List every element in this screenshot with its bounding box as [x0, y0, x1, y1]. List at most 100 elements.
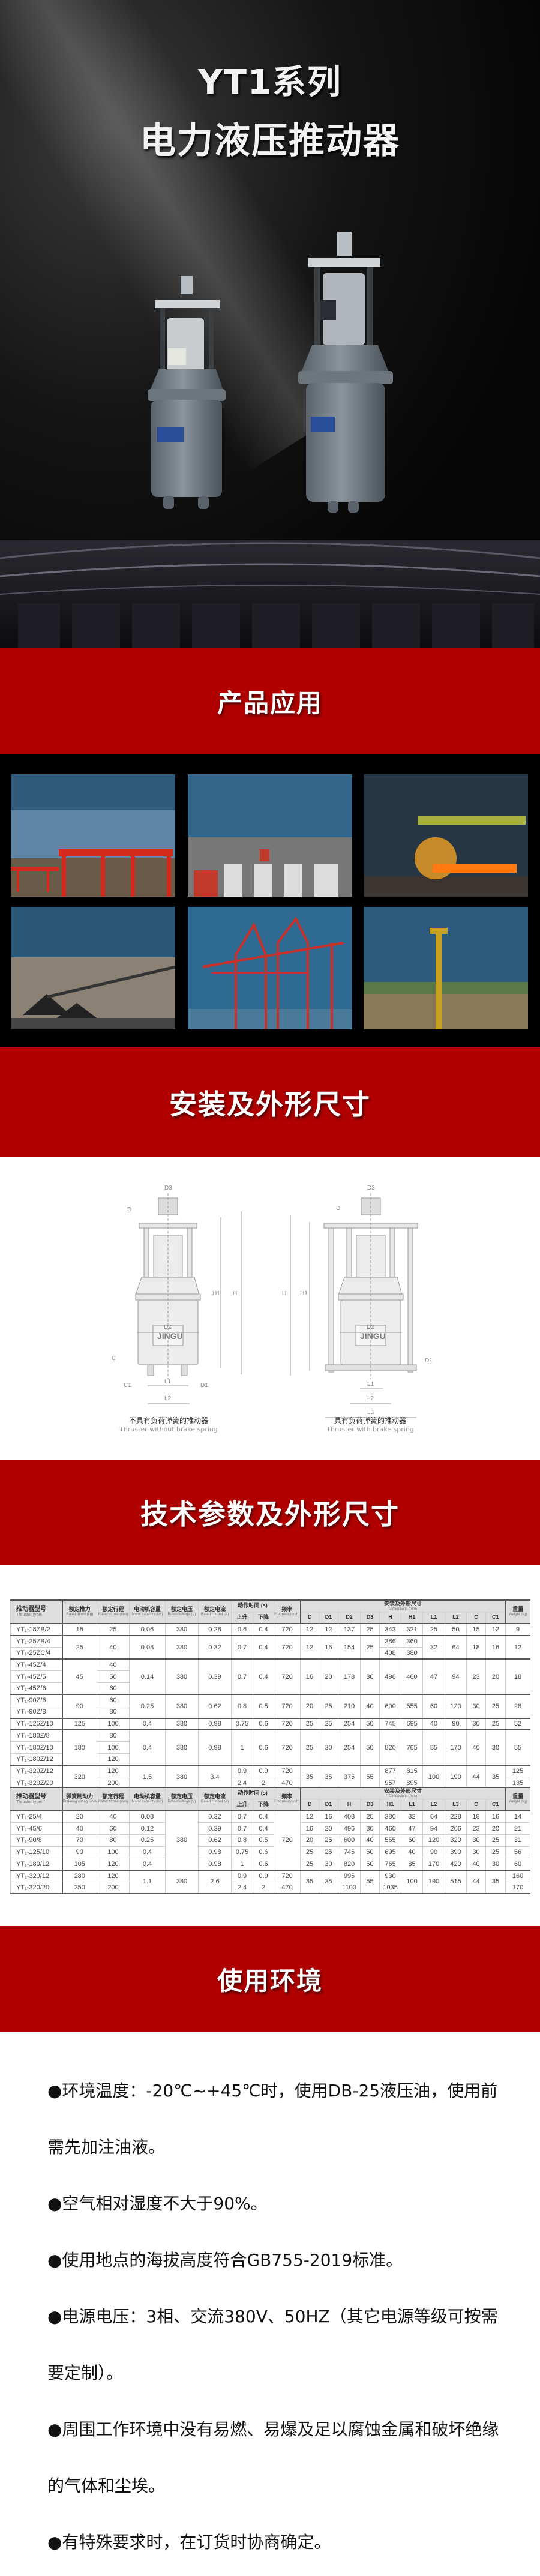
table-cell: 35: [319, 1765, 339, 1790]
table-cell: 0.14: [129, 1658, 166, 1695]
dimension-diagrams: D3 D H1 H D2 JINGU C C1 L1 D1 L2 D3 D H: [0, 1157, 540, 1460]
table-cell: 80: [97, 1706, 130, 1719]
table-cell: 0.62: [198, 1834, 232, 1847]
table-cell: 60: [505, 1858, 531, 1871]
table-cell: 160: [505, 1869, 531, 1882]
table-cell: 100: [97, 1846, 130, 1859]
table-cell: 1.5: [129, 1765, 166, 1790]
table-cell: 0.98: [198, 1729, 232, 1766]
table-cell: 2.4: [231, 1777, 253, 1789]
table-cell: 25: [319, 1717, 339, 1730]
thruster-type-cell: YT₁-45Z/5: [10, 1670, 63, 1684]
table-cell: 2.6: [198, 1869, 232, 1894]
table-cell: 28: [505, 1694, 531, 1719]
table-cell: 120: [97, 1753, 130, 1766]
stage: [0, 540, 540, 648]
application-photo-gantry-crane: [11, 774, 175, 897]
table-cell: 178: [338, 1658, 361, 1695]
table-cell: 50: [360, 1846, 380, 1859]
table-cell: 9: [505, 1623, 531, 1636]
table-cell: 0.25: [129, 1694, 166, 1719]
table-cell: 0.4: [252, 1634, 275, 1660]
application-photo-truck-terminal: [188, 774, 352, 897]
table-cell: 170: [505, 1881, 531, 1894]
environment-item: ●使用地点的海拔高度符合GB755-2019标准。: [47, 2250, 403, 2270]
label-d1: D1: [200, 1382, 208, 1389]
table-cell: 25: [485, 1717, 506, 1730]
table-cell: 60: [97, 1694, 130, 1707]
table-cell: 35: [300, 1869, 320, 1894]
label-d: D: [127, 1206, 131, 1213]
hero-title-series: YT1系列: [198, 63, 342, 102]
table-cell: 0.08: [129, 1634, 166, 1660]
table-cell: 0.6: [252, 1858, 275, 1871]
table-cell: 30: [466, 1717, 487, 1730]
column-subheader: D: [299, 1799, 320, 1812]
section-banner-installation: 安装及外形尺寸: [0, 1047, 540, 1157]
table-cell: 47: [422, 1658, 446, 1695]
table-cell: 408: [338, 1810, 361, 1823]
table-cell: 280: [62, 1869, 97, 1882]
table-cell: 21: [505, 1822, 531, 1835]
thruster-type-cell: YT₁-125/10: [10, 1846, 63, 1859]
table-cell: 18: [505, 1658, 531, 1695]
table-cell: 44: [466, 1765, 487, 1790]
label-d1: D1: [425, 1358, 433, 1364]
table-cell: 555: [401, 1694, 424, 1719]
table-cell: 0.4: [129, 1717, 166, 1730]
table-cell: 995: [338, 1869, 361, 1882]
table-cell: 20: [485, 1658, 506, 1695]
table-cell: 125: [505, 1765, 531, 1778]
table-cell: 80: [97, 1729, 130, 1742]
label-h: H: [282, 1290, 286, 1297]
column-subheader: C1: [485, 1799, 506, 1812]
thruster-type-cell: YT₁-25ZC/4: [10, 1647, 63, 1660]
table-cell: 23: [466, 1822, 487, 1835]
table-cell: 496: [338, 1822, 361, 1835]
table-cell: 14: [505, 1810, 531, 1823]
table-cell: 720: [274, 1623, 301, 1636]
hero-section: YT1系列 电力液压推动器: [0, 0, 540, 648]
table-cell: 94: [422, 1822, 446, 1835]
table-cell: 877: [379, 1765, 402, 1778]
table-cell: 180: [62, 1729, 97, 1766]
table-cell: 720: [274, 1694, 301, 1719]
thruster-type-cell: YT₁-180Z/8: [10, 1729, 63, 1742]
table-cell: 720: [274, 1810, 301, 1871]
table-cell: 30: [485, 1729, 506, 1766]
table-cell: 35: [319, 1869, 339, 1894]
table-cell: 120: [422, 1834, 446, 1847]
column-subheader: 下降: [252, 1612, 275, 1625]
table-cell: 35: [485, 1869, 506, 1894]
column-subheader: H1: [401, 1612, 424, 1625]
label-d2: D2: [164, 1324, 172, 1331]
table-cell: 120: [97, 1765, 130, 1778]
table-cell: 420: [445, 1858, 467, 1871]
table-cell: 120: [445, 1694, 467, 1719]
thruster-type-cell: YT₁-45Z/4: [10, 1658, 63, 1672]
table-cell: 85: [422, 1729, 446, 1766]
table-cell: 720: [274, 1765, 301, 1778]
table-cell: 380: [165, 1765, 199, 1790]
table-cell: 765: [379, 1858, 402, 1871]
table-cell: 47: [401, 1822, 424, 1835]
label-l1: L1: [164, 1379, 172, 1385]
table-cell: 0.7: [231, 1658, 253, 1695]
table-cell: 18: [466, 1634, 487, 1660]
table-cell: 30: [466, 1834, 487, 1847]
column-subheader: H1: [379, 1799, 402, 1812]
column-subheader: D2: [338, 1612, 361, 1625]
table-cell: 0.75: [231, 1846, 253, 1859]
thruster-type-cell: YT₁-90Z/8: [10, 1706, 63, 1719]
table-cell: 25: [62, 1634, 97, 1660]
column-subheader: 下降: [252, 1799, 275, 1812]
table-cell: 343: [379, 1623, 402, 1636]
table-cell: 12: [485, 1623, 506, 1636]
